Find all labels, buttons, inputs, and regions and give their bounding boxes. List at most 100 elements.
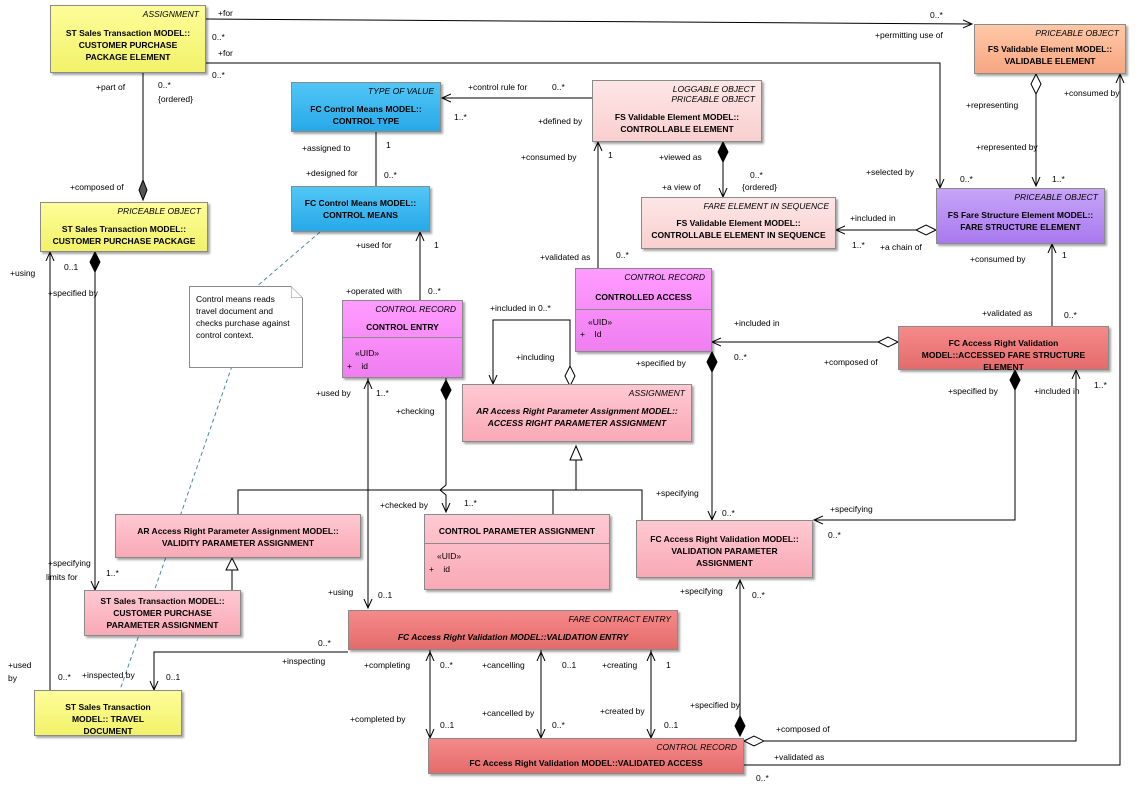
lbl-designed-for: +designed for: [306, 168, 358, 178]
lbl-mult: 0..*: [428, 286, 441, 296]
lbl-specified-by: +specified by: [690, 700, 740, 710]
class-accessed-fare-structure-element[interactable]: FC Access Right Validation MODEL::ACCESS…: [898, 326, 1109, 372]
assoc-cppe-validable: [205, 18, 972, 24]
class-cpp[interactable]: PRICEABLE OBJECT ST Sales Transaction MO…: [40, 202, 208, 252]
lbl-mult: 1: [434, 240, 439, 250]
class-validable-element[interactable]: PRICEABLE OBJECT FS Validable Element MO…: [974, 24, 1126, 74]
class-travel-document[interactable]: ST Sales Transaction MODEL:: TRAVEL DOCU…: [34, 690, 182, 736]
lbl-mult: 0..*: [58, 672, 71, 682]
class-name: FC Access Right Validation MODEL::VALIDA…: [469, 758, 703, 768]
lbl-checked-by: +checked by: [380, 500, 428, 510]
class-controlled-access[interactable]: CONTROL RECORD CONTROLLED ACCESS «UID» +…: [575, 268, 712, 352]
stereotype: PRICEABLE OBJECT: [1014, 192, 1098, 202]
diamond-va-spec: [734, 714, 746, 738]
diamond-entry-check: [440, 378, 452, 402]
lbl-mult: 0..1: [664, 720, 679, 730]
gen-triangle-arpa: [569, 444, 583, 461]
assoc-cppe-fse: [206, 62, 940, 188]
lbl-validated-as: +validated as: [774, 752, 825, 762]
class-fare-structure-element[interactable]: PRICEABLE OBJECT FS Fare Structure Eleme…: [936, 188, 1105, 244]
gen-vpa: [576, 489, 643, 520]
lbl-mult: 0..*: [828, 530, 841, 540]
class-name: AR Access Right Parameter Assignment MOD…: [137, 526, 339, 548]
class-controllable-in-sequence[interactable]: FARE ELEMENT IN SEQUENCE FS Validable El…: [641, 197, 836, 249]
lbl-completed-by: +completed by: [350, 714, 406, 724]
lbl-mult: 0..*: [756, 773, 769, 783]
diamond-controllable: [717, 140, 729, 164]
separator: [425, 543, 609, 544]
lbl-specifying: +specifying: [656, 488, 699, 498]
class-access-right-parameter-assignment[interactable]: ASSIGNMENT AR Access Right Parameter Ass…: [462, 384, 692, 442]
lbl-included-in: +included in: [850, 213, 896, 223]
diamond-cpp-part: [138, 178, 148, 202]
lbl-mult: 0..*: [552, 82, 565, 92]
class-name: FC Control Means MODEL:: CONTROL MEANS: [304, 198, 417, 220]
gen-triangle-validity: [225, 556, 239, 571]
lbl-consumed-by: +consumed by: [521, 152, 577, 162]
lbl-mult: 0..*: [318, 638, 331, 648]
class-customer-purchase-parameter-assignment[interactable]: ST Sales Transaction MODEL:: CUSTOMER PU…: [84, 590, 241, 636]
lbl-selected-by: +selected by: [866, 167, 914, 177]
stereotype: PRICEABLE OBJECT: [1035, 28, 1119, 38]
lbl-mult: 1: [386, 140, 391, 150]
class-name: CONTROLLED ACCESS: [595, 292, 692, 302]
class-name: CONTROL PARAMETER ASSIGNMENT: [438, 526, 596, 536]
lbl-mult: 0..1: [166, 672, 181, 682]
class-control-type[interactable]: TYPE OF VALUE FC Control Means MODEL:: C…: [291, 82, 441, 132]
class-name: ST Sales Transaction MODEL:: CUSTOMER PU…: [65, 28, 191, 62]
lbl-consumed-by: +consumed by: [970, 254, 1026, 264]
separator: [576, 309, 711, 310]
assoc-inspecting: [154, 651, 348, 690]
lbl-mult: 0..*: [734, 352, 747, 362]
lbl-ordered: {ordered}: [158, 94, 193, 104]
lbl-completing: +completing: [364, 660, 411, 670]
stereotype: PRICEABLE OBJECT: [117, 206, 201, 216]
note-text: Control means reads travel document and …: [196, 294, 290, 340]
class-name: FC Control Means MODEL:: CONTROL TYPE: [310, 104, 422, 126]
diamond-afse-spec: [1009, 368, 1021, 392]
attr-stereotype: «UID»: [588, 317, 613, 327]
note-fold: [291, 286, 303, 298]
assoc-afse-vpa: [814, 380, 1016, 520]
lbl-including: +including: [516, 352, 555, 362]
lbl-mult: 1: [666, 660, 671, 670]
lbl-mult: 1..*: [1052, 174, 1065, 184]
class-name: ST Sales Transaction MODEL:: CUSTOMER PU…: [52, 224, 196, 246]
class-validation-entry[interactable]: FARE CONTRACT ENTRY FC Access Right Vali…: [348, 610, 678, 650]
separator: [343, 337, 462, 338]
class-name: FS Fare Structure Element MODEL:: FARE S…: [947, 210, 1094, 232]
attr-id: + id: [347, 361, 369, 371]
lbl-assigned-to: +assigned to: [302, 143, 351, 153]
class-control-parameter-assignment[interactable]: CONTROL PARAMETER ASSIGNMENT «UID» + id: [424, 514, 610, 590]
lbl-represented-by: +represented by: [976, 142, 1038, 152]
stereotype: FARE ELEMENT IN SEQUENCE: [703, 201, 829, 211]
lbl-consumed-by: +consumed by: [1064, 88, 1120, 98]
lbl-mult: 0..*: [212, 70, 225, 80]
class-validated-access[interactable]: CONTROL RECORD FC Access Right Validatio…: [428, 738, 744, 774]
stereotype: ASSIGNMENT: [628, 388, 685, 398]
lbl-created-by: +created by: [600, 706, 645, 716]
note-control-means: Control means reads travel document and …: [189, 286, 303, 368]
lbl-mult: 0..*: [750, 170, 763, 180]
lbl-operated-with: +operated with: [346, 286, 402, 296]
class-control-entry[interactable]: CONTROL RECORD CONTROL ENTRY «UID» + id: [342, 300, 463, 378]
note-link-means: [254, 231, 321, 289]
lbl-mult: 0..*: [212, 32, 225, 42]
class-name: ST Sales Transaction MODEL:: TRAVEL DOCU…: [65, 702, 151, 736]
diamond-va-comp: [742, 735, 766, 747]
lbl-mult: 1..*: [852, 240, 865, 250]
attr-stereotype: «UID»: [355, 348, 380, 358]
lbl-validated-as: +validated as: [982, 308, 1033, 318]
class-controllable-element[interactable]: LOGGABLE OBJECT PRICEABLE OBJECT FS Vali…: [592, 80, 762, 142]
lbl-inspected-by: +inspected by: [82, 670, 135, 680]
class-validation-parameter-assignment[interactable]: FC Access Right Validation MODEL:: VALID…: [636, 520, 813, 578]
class-name: ST Sales Transaction MODEL:: CUSTOMER PU…: [100, 596, 225, 630]
stereotype: CONTROL RECORD: [656, 742, 737, 752]
class-cpp-element[interactable]: ASSIGNMENT ST Sales Transaction MODEL:: …: [50, 5, 206, 73]
lbl-mult: 1: [1062, 250, 1067, 260]
lbl-used-by: +used by: [316, 388, 351, 398]
lbl-for-2: +for: [218, 48, 233, 58]
class-validity-parameter-assignment[interactable]: AR Access Right Parameter Assignment MOD…: [115, 514, 361, 558]
diamond-arpa-incl: [564, 364, 576, 388]
class-control-means[interactable]: FC Control Means MODEL:: CONTROL MEANS: [291, 186, 430, 232]
